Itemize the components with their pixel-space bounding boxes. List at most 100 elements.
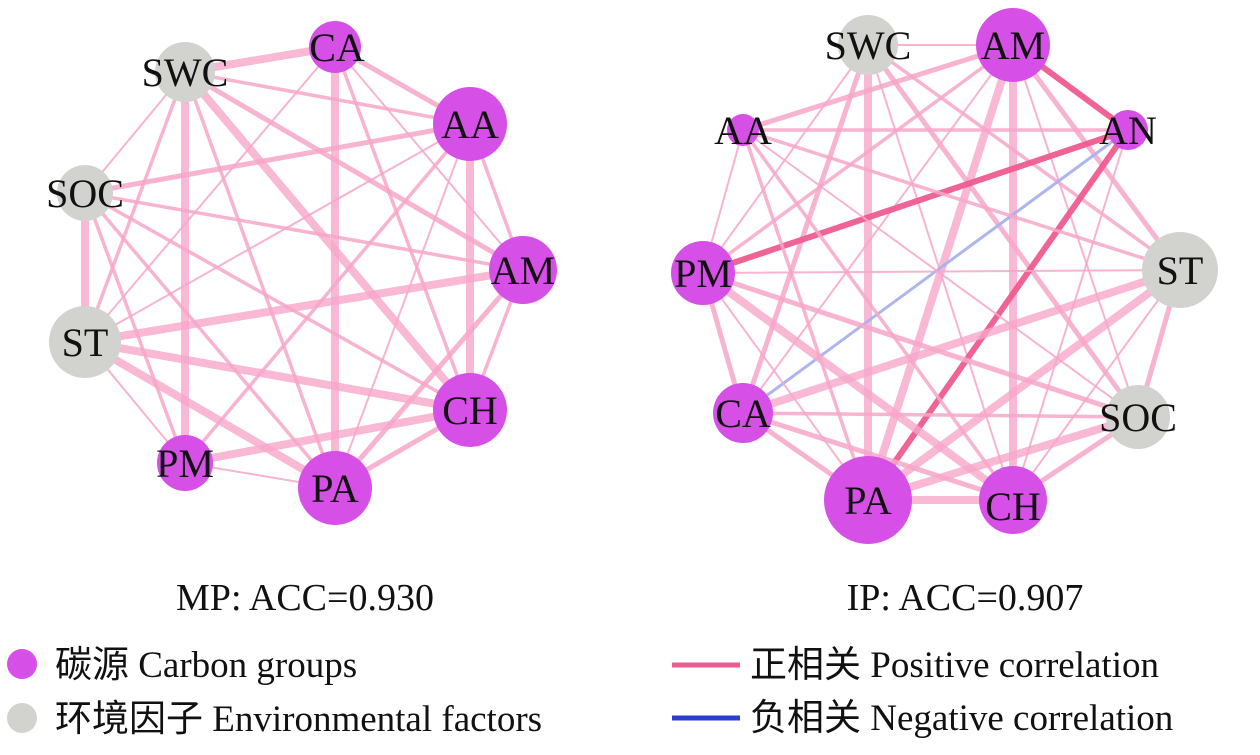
node-aa-label: AA xyxy=(441,102,499,147)
legend-negative-label: 负相关 Negative correlation xyxy=(750,698,1173,739)
legend: 碳源 Carbon groups 环境因子 Environmental fact… xyxy=(7,645,1173,740)
node-swc-circle xyxy=(155,42,215,102)
node-ch-label: CH xyxy=(985,484,1041,529)
edge-am-pa xyxy=(332,267,526,491)
node-am: AM xyxy=(976,8,1050,82)
node-st-label: ST xyxy=(1157,248,1204,293)
edge-soc-aa xyxy=(742,129,1139,418)
node-am-label: AM xyxy=(981,23,1045,68)
node-soc: SOC xyxy=(1099,385,1177,449)
edge-st-ca xyxy=(739,266,1184,417)
node-pm-circle xyxy=(157,435,213,491)
node-ca-label: CA xyxy=(309,25,365,70)
edge-am-pm xyxy=(701,43,1015,275)
node-pa-label: PA xyxy=(311,466,359,511)
node-swc: SWC xyxy=(825,15,912,75)
edge-swc-st xyxy=(83,70,187,344)
node-pa-circle xyxy=(298,451,372,525)
node-am-circle xyxy=(976,8,1050,82)
edge-pa-aa xyxy=(741,128,870,502)
edge-aa-st xyxy=(84,123,471,343)
edge-ch-ca xyxy=(740,410,1016,503)
network-mp: CA AA AM CH PA PM ST SOC SWC xyxy=(46,21,557,525)
edge-st-pm xyxy=(702,269,1181,274)
node-ch-circle xyxy=(979,466,1047,534)
node-pa-label: PA xyxy=(844,478,892,523)
node-ca-label: CA xyxy=(715,391,771,436)
node-soc-label: SOC xyxy=(46,171,124,216)
edge-st-pa xyxy=(864,266,1184,504)
edge-pa-soc xyxy=(83,191,337,490)
edge-ch-st xyxy=(81,338,474,414)
edge-ca-ch xyxy=(333,45,472,412)
edge-am-aa xyxy=(740,42,1016,133)
node-st: ST xyxy=(49,306,121,378)
legend-positive-label: 正相关 Positive correlation xyxy=(750,645,1159,686)
network-ip: SWC AM AN ST SOC CH PA CA PM AA xyxy=(671,8,1218,544)
edge-swc-pa xyxy=(183,70,337,490)
node-pm-label: PM xyxy=(156,441,214,486)
legend-env-label: 环境因子 Environmental factors xyxy=(55,698,542,740)
node-soc: SOC xyxy=(46,165,124,221)
node-ca: CA xyxy=(713,383,773,443)
legend-carbon-marker xyxy=(7,649,37,679)
node-soc-circle xyxy=(1106,385,1170,449)
node-pa: PA xyxy=(298,451,372,525)
node-swc: SWC xyxy=(142,42,228,102)
node-aa-circle xyxy=(727,114,759,146)
node-an-circle xyxy=(1108,110,1148,150)
edge-ch-pm xyxy=(181,406,474,467)
node-ca-circle xyxy=(713,383,773,443)
node-an-label: AN xyxy=(1099,108,1157,153)
legend-carbon-label: 碳源 Carbon groups xyxy=(55,645,357,686)
edge-aa-soc xyxy=(82,121,473,196)
edge-swc-ca xyxy=(740,42,871,416)
edge-am-st xyxy=(81,266,527,346)
edge-ca-st xyxy=(84,46,336,343)
caption-mp: MP: ACC=0.930 xyxy=(176,577,434,619)
edge-st-ch xyxy=(1012,269,1181,501)
node-soc-label: SOC xyxy=(1099,395,1177,440)
node-ch-circle xyxy=(433,373,507,447)
edge-aa-pm xyxy=(183,122,472,465)
node-ch-label: CH xyxy=(442,388,498,433)
node-am: AM xyxy=(489,236,557,304)
node-am-circle xyxy=(489,236,557,304)
node-aa-circle xyxy=(433,87,507,161)
caption-ip: IP: ACC=0.907 xyxy=(847,577,1084,619)
node-ca: CA xyxy=(309,21,365,73)
edge-soc-pm xyxy=(700,270,1141,420)
edge-ch-soc xyxy=(83,191,472,412)
node-pa-circle xyxy=(824,456,912,544)
node-aa: AA xyxy=(433,87,507,161)
edge-ca-am xyxy=(334,46,524,271)
node-pm-label: PM xyxy=(674,251,732,296)
node-pa: PA xyxy=(824,456,912,544)
node-swc-label: SWC xyxy=(825,23,912,68)
edge-st-aa xyxy=(741,128,1182,272)
edge-soc-pa xyxy=(864,413,1142,504)
node-aa: AA xyxy=(714,108,772,153)
edge-swc-st xyxy=(866,43,1182,272)
edge-an-ch xyxy=(1012,129,1129,501)
edge-am-soc xyxy=(83,191,525,272)
network-ip-nodes: SWC AM AN ST SOC CH PA CA PM AA xyxy=(671,8,1218,544)
node-soc-circle xyxy=(57,165,113,221)
edge-pa-pm xyxy=(702,272,869,501)
edge-swc-aa xyxy=(183,70,472,126)
edge-an-pm xyxy=(700,127,1131,276)
node-st: ST xyxy=(1142,232,1218,308)
node-am-label: AM xyxy=(491,248,555,293)
node-ch: CH xyxy=(979,466,1047,534)
edge-soc-ca xyxy=(741,411,1140,419)
node-ca-circle xyxy=(309,21,361,73)
node-pm: PM xyxy=(156,435,214,491)
edge-pa-st xyxy=(81,338,339,492)
edge-ch-pm xyxy=(699,269,1017,504)
node-ch: CH xyxy=(433,373,507,447)
node-st-label: ST xyxy=(62,320,109,365)
node-pm-circle xyxy=(671,241,735,305)
node-swc-circle xyxy=(838,15,898,75)
edge-am-st xyxy=(1010,42,1183,273)
